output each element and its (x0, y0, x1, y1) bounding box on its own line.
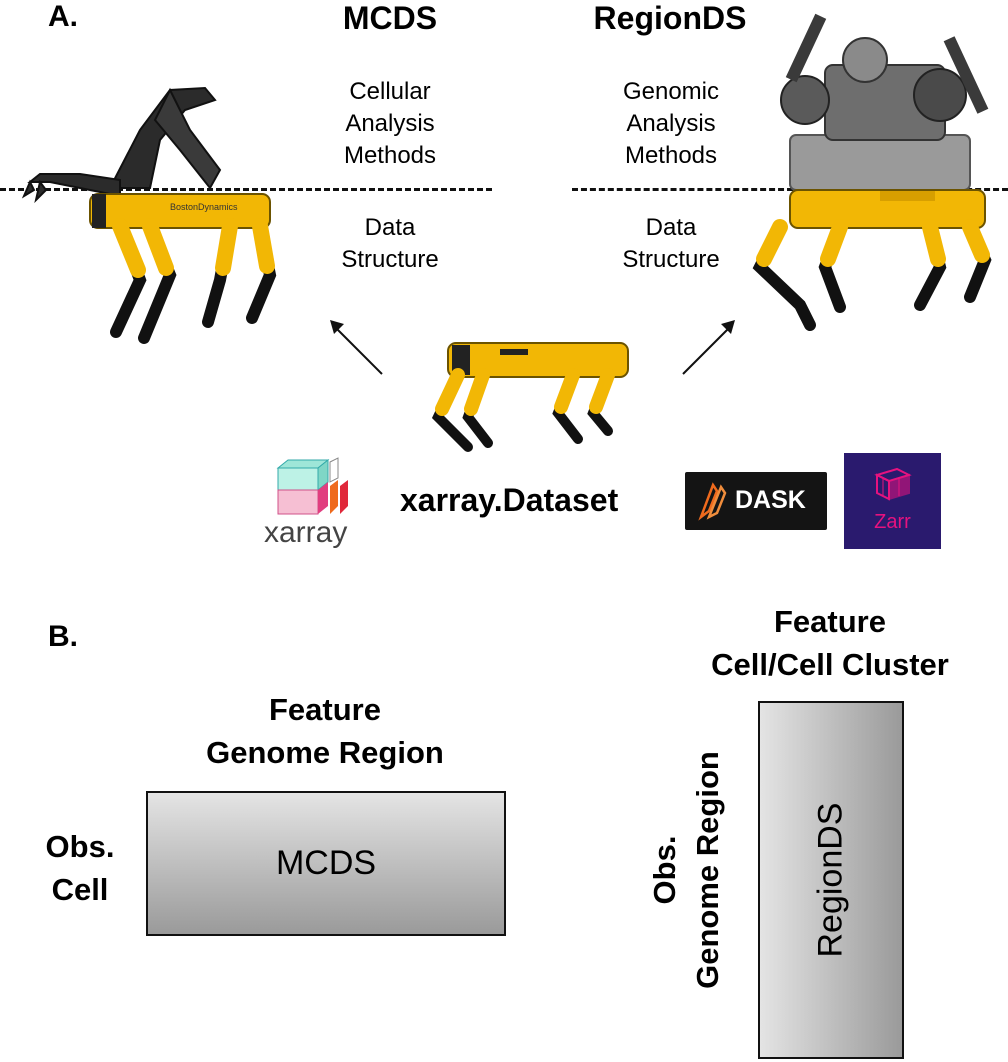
mcds-obs-line: Obs. (45, 829, 115, 864)
regionds-matrix-box: RegionDS (758, 701, 904, 1059)
mcds-box-label: MCDS (275, 844, 377, 882)
mcds-feature-line: Genome Region (206, 735, 444, 770)
regionds-structure-text: Data Structure (591, 212, 751, 276)
regionds-obs-heading: Obs. Genome Region (636, 720, 736, 1020)
robot-legs-icon (752, 219, 992, 331)
panel-b-label: B. (48, 620, 78, 653)
robot-body-icon: BostonDynamics (89, 193, 271, 229)
mcds-methods-line: Methods (343, 142, 437, 169)
center-robot-illustration (431, 342, 629, 452)
regionds-methods-line: Methods (624, 142, 718, 169)
dask-logo-text: DASK (735, 486, 806, 514)
regionds-feature-heading: Feature Cell/Cell Cluster (672, 600, 988, 686)
regionds-methods-text: Genomic Analysis Methods (591, 76, 751, 172)
robot-legs-icon (431, 368, 615, 452)
mcds-feature-line: Feature (269, 692, 381, 727)
regionds-obs-line: Obs. (647, 835, 682, 905)
mcds-divider-line (0, 188, 492, 191)
mcds-robot-illustration: BostonDynamics (21, 86, 277, 344)
robot-body-icon (789, 189, 986, 229)
mcds-title: MCDS (342, 0, 438, 36)
mcds-obs-heading: Obs. Cell (20, 825, 140, 911)
regionds-feature-line: Cell/Cell Cluster (711, 647, 949, 682)
mcds-feature-heading: Feature Genome Region (150, 688, 500, 774)
regionds-title: RegionDS (593, 0, 747, 36)
zarr-logo-text: Zarr (874, 511, 911, 533)
regionds-methods-line: Analysis (626, 110, 716, 137)
regionds-robot-illustration (752, 13, 992, 331)
regionds-box-label: RegionDS (811, 802, 850, 958)
arrow-to-mcds (330, 320, 383, 375)
regionds-methods-line: Genomic (622, 78, 720, 105)
panel-a-label: A. (48, 0, 78, 33)
dask-flame-icon (698, 482, 727, 521)
robot-legs-icon (110, 218, 277, 344)
mcds-methods-text: Cellular Analysis Methods (310, 76, 470, 172)
regionds-structure-line: Data (645, 214, 697, 241)
dask-logo: DASK (685, 472, 827, 530)
robot-brand-text: BostonDynamics (170, 202, 238, 212)
mcds-structure-line: Structure (341, 246, 439, 273)
regionds-divider-line (572, 188, 1008, 191)
robot-arm-icon (21, 86, 222, 204)
zarr-cube-icon (874, 467, 912, 501)
arrow-to-regionds (682, 320, 735, 375)
mcds-structure-text: Data Structure (310, 212, 470, 276)
xarray-cubes-icon (276, 457, 348, 515)
mcds-methods-line: Cellular (349, 78, 431, 105)
robot-turret-icon (780, 13, 989, 191)
regionds-feature-line: Feature (774, 604, 886, 639)
regionds-structure-line: Structure (622, 246, 720, 273)
regionds-obs-line: Genome Region (690, 751, 725, 989)
mcds-methods-line: Analysis (345, 110, 435, 137)
xarray-logo-text: xarray (264, 516, 348, 549)
mcds-structure-line: Data (364, 214, 416, 241)
mcds-obs-line: Cell (51, 872, 109, 907)
zarr-logo: Zarr (844, 453, 941, 549)
mcds-matrix-box: MCDS (146, 791, 506, 936)
robot-body-icon (447, 342, 629, 378)
xarray-logo: xarray (262, 457, 362, 554)
xarray-dataset-label: xarray.Dataset (400, 482, 619, 518)
